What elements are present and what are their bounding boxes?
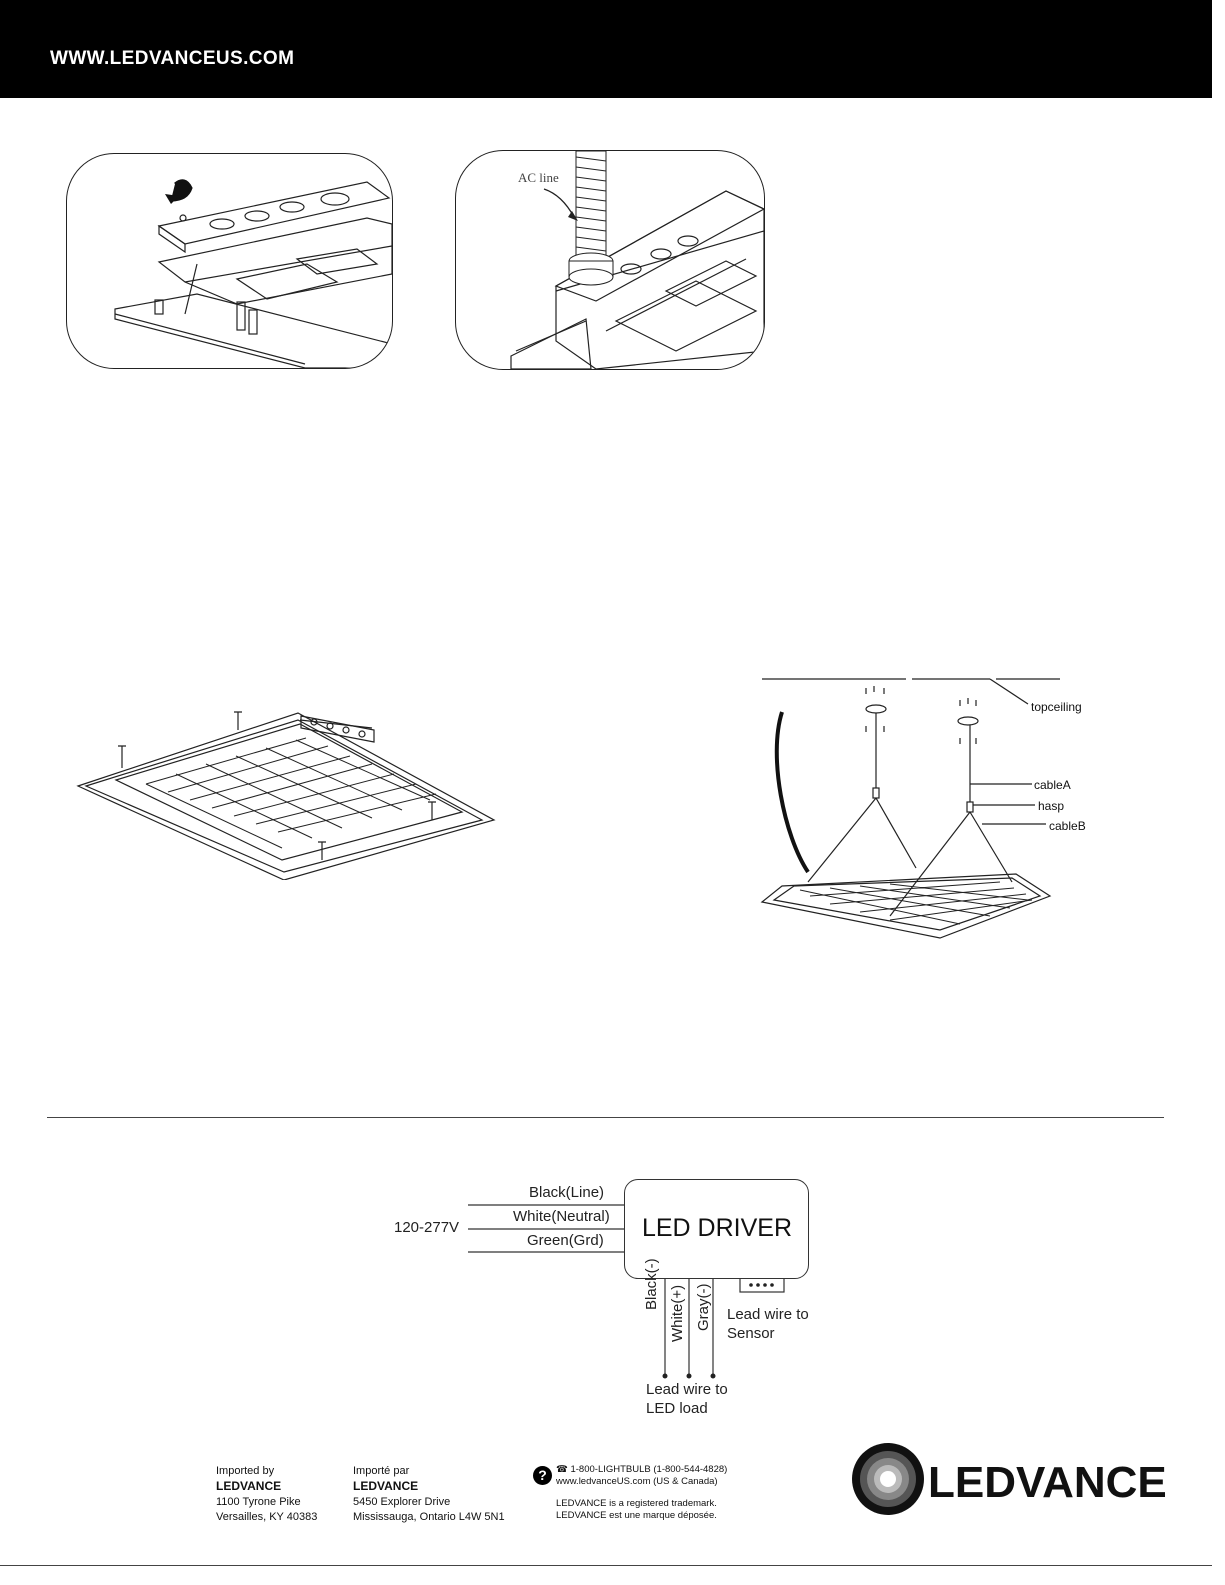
output-wire-white: White(+) bbox=[669, 1284, 686, 1342]
header-edge bbox=[1212, 0, 1225, 98]
input-wire-black: Black(Line) bbox=[529, 1184, 605, 1201]
label-cable-a: cableA bbox=[1034, 778, 1071, 792]
phone-icon: ☎ bbox=[556, 1464, 568, 1475]
trademark-fr: LEDVANCE est une marque déposée. bbox=[556, 1510, 717, 1521]
header-url: WWW.LEDVANCEUS.COM bbox=[50, 48, 295, 69]
bottom-rule bbox=[0, 1565, 1212, 1566]
output-wire-gray: Gray(-) bbox=[695, 1283, 712, 1332]
sensor-lead-label-1: Lead wire to bbox=[727, 1306, 809, 1323]
trademark-en: LEDVANCE is a registered trademark. bbox=[556, 1498, 717, 1509]
sensor-lead-label-2: Sensor bbox=[727, 1325, 775, 1342]
output-wire-black: Black(-) bbox=[643, 1258, 660, 1310]
header-bar bbox=[0, 0, 1212, 98]
cover-removal-illustration bbox=[114, 179, 392, 368]
input-wire-white: White(Neutral) bbox=[513, 1208, 610, 1225]
contact-phone[interactable]: 1-800-LIGHTBULB (1-800-544-4828) bbox=[570, 1464, 728, 1475]
ac-line-illustration bbox=[510, 151, 764, 369]
importe-par-line2: Mississauga, Ontario L4W 5N1 bbox=[353, 1511, 505, 1523]
contact-block: ☎ 1-800-LIGHTBULB (1-800-544-4828) www.l… bbox=[556, 1464, 727, 1522]
imported-by-company: LEDVANCE bbox=[216, 1479, 282, 1493]
importe-par-heading: Importé par bbox=[353, 1465, 410, 1477]
importe-par-company: LEDVANCE bbox=[353, 1479, 419, 1493]
suspension-illustration bbox=[760, 678, 1060, 939]
ledvance-logo-text: LEDVANCE bbox=[928, 1458, 1167, 1507]
load-lead-label-1: Lead wire to bbox=[646, 1381, 728, 1398]
voltage-label: 120-277V bbox=[394, 1219, 460, 1236]
imported-by-line2: Versailles, KY 40383 bbox=[216, 1511, 318, 1523]
imported-by-block: Imported by LEDVANCE 1100 Tyrone Pike Ve… bbox=[216, 1464, 317, 1525]
ac-line-label: AC line bbox=[518, 170, 559, 185]
wiring-lines bbox=[468, 1204, 785, 1379]
label-topceiling: topceiling bbox=[1031, 700, 1082, 714]
panel-perspective-illustration bbox=[76, 711, 496, 880]
importe-par-line1: 5450 Explorer Drive bbox=[353, 1496, 451, 1508]
importe-par-block: Importé par LEDVANCE 5450 Explorer Drive… bbox=[353, 1464, 505, 1525]
figure-cover-removal bbox=[66, 153, 393, 369]
label-hasp: hasp bbox=[1038, 799, 1065, 813]
contact-web[interactable]: www.ledvanceUS.com (US & Canada) bbox=[556, 1476, 718, 1487]
label-cable-b: cableB bbox=[1049, 819, 1086, 833]
figure-ac-line bbox=[455, 150, 765, 370]
led-driver-title: LED DRIVER bbox=[641, 1214, 793, 1242]
imported-by-heading: Imported by bbox=[216, 1465, 275, 1477]
load-lead-label-2: LED load bbox=[646, 1400, 708, 1417]
input-wire-green: Green(Grd) bbox=[527, 1232, 604, 1249]
section-divider bbox=[47, 1117, 1164, 1118]
help-icon: ? bbox=[533, 1466, 552, 1485]
imported-by-line1: 1100 Tyrone Pike bbox=[216, 1496, 301, 1508]
led-driver-box bbox=[624, 1179, 809, 1279]
ledvance-logo-mark bbox=[852, 1443, 924, 1515]
